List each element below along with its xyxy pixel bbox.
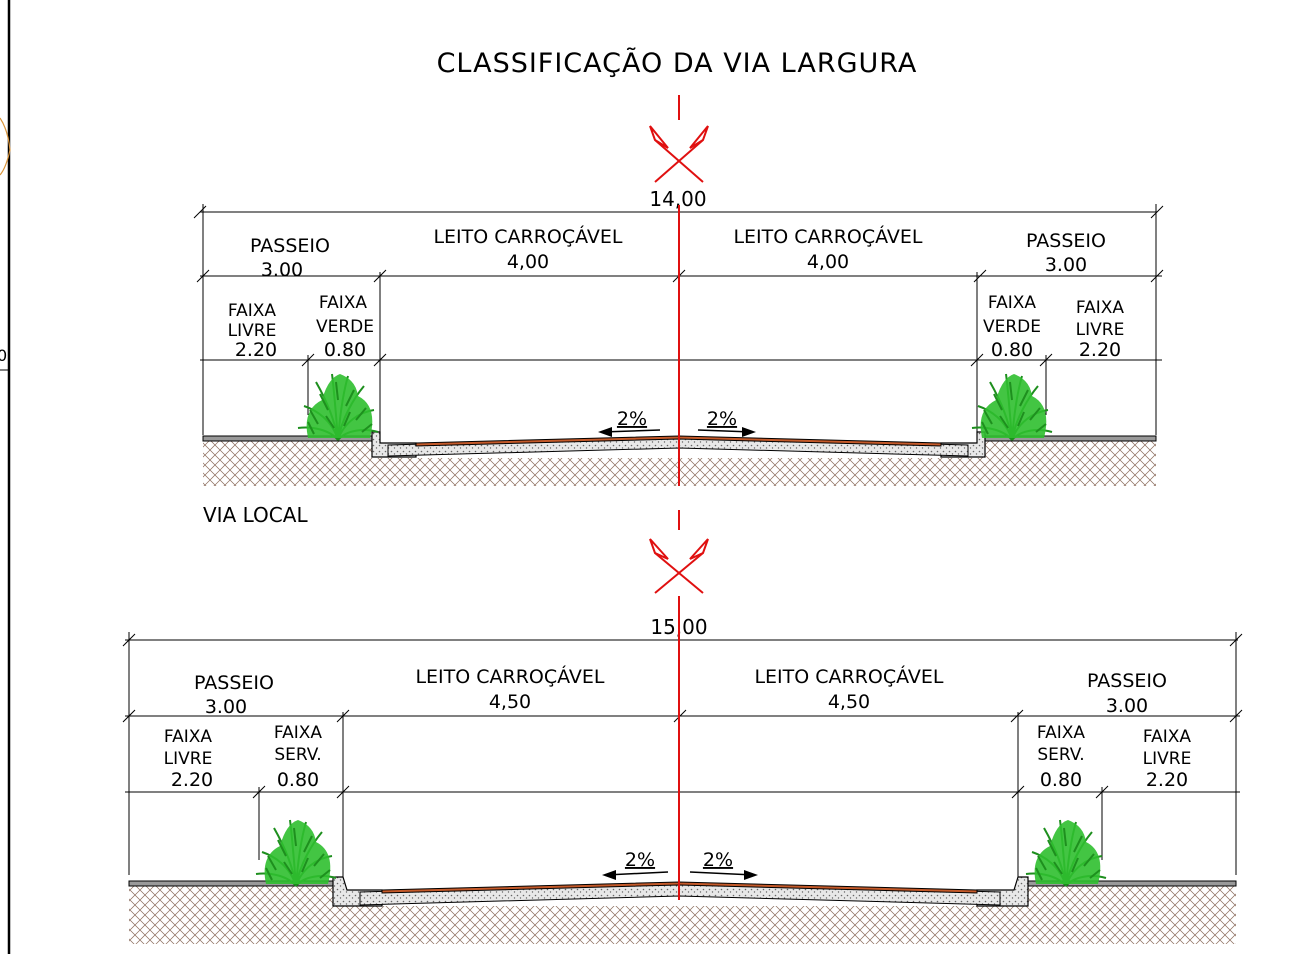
right-faixa-outer-line2: LIVRE	[1076, 320, 1125, 340]
centerline-symbol-icon	[649, 125, 709, 183]
passeio-left-value: 3.00	[205, 696, 247, 718]
right-faixa-outer-line1: FAIXA	[1076, 298, 1125, 318]
shrub-right-icon	[971, 373, 1053, 441]
right-faixa-outer-value: 2.20	[1146, 769, 1188, 791]
slope-left-label: 2%	[617, 408, 647, 430]
leito-right-label: LEITO CARROÇÁVEL	[733, 225, 922, 248]
left-faixa-outer-line1: FAIXA	[164, 727, 213, 747]
right-faixa-inner-line1: FAIXA	[988, 293, 1037, 313]
passeio-left-label: PASSEIO	[194, 672, 274, 694]
right-faixa-inner-line2: SERV.	[1037, 745, 1084, 765]
right-faixa-inner-line1: FAIXA	[1037, 723, 1086, 743]
slope-left-label: 2%	[625, 849, 655, 871]
leito-left-value: 4,50	[489, 691, 531, 713]
left-faixa-outer-line1: FAIXA	[228, 301, 277, 321]
right-faixa-outer-line1: FAIXA	[1143, 727, 1192, 747]
right-faixa-inner-value: 0.80	[1040, 769, 1082, 791]
leito-right-value: 4,50	[828, 691, 870, 713]
frame-orange-accent	[0, 117, 11, 176]
section-2: 15,00 PASSEIO 3.00 LEITO CARROÇÁVEL 4,50…	[122, 510, 1243, 944]
frame-partial-digit: 0	[0, 346, 7, 365]
soil-hatch	[129, 884, 1236, 944]
leito-left-label: LEITO CARROÇÁVEL	[415, 665, 604, 688]
passeio-right-value: 3.00	[1106, 695, 1148, 717]
slope-left-arrow	[605, 871, 669, 876]
left-faixa-inner-line1: FAIXA	[319, 293, 368, 313]
slope-right-arrow	[689, 871, 755, 876]
left-faixa-inner-line1: FAIXA	[274, 723, 323, 743]
right-faixa-inner-line2: VERDE	[983, 317, 1041, 337]
passeio-right-label: PASSEIO	[1026, 230, 1106, 252]
slope-right-label: 2%	[707, 408, 737, 430]
passeio-left-label: PASSEIO	[250, 235, 330, 257]
leito-left-value: 4,00	[507, 251, 549, 273]
left-faixa-outer-value: 2.20	[235, 339, 277, 361]
left-faixa-outer-line2: LIVRE	[164, 749, 213, 769]
leito-left-label: LEITO CARROÇÁVEL	[433, 225, 622, 248]
leito-right-value: 4,00	[807, 251, 849, 273]
left-faixa-inner-value: 0.80	[324, 339, 366, 361]
shrub-left-icon	[297, 373, 379, 441]
passeio-left-value: 3.00	[261, 259, 303, 281]
section-1: 14,00 PASSEIO 3.00 LEITO CARROÇÁVEL 4,00…	[193, 95, 1164, 527]
left-faixa-inner-line2: VERDE	[316, 317, 374, 337]
centerline-symbol-icon	[649, 538, 709, 594]
left-faixa-inner-value: 0.80	[277, 769, 319, 791]
right-faixa-outer-line2: LIVRE	[1143, 749, 1192, 769]
right-faixa-inner-value: 0.80	[991, 339, 1033, 361]
left-faixa-outer-value: 2.20	[171, 769, 213, 791]
left-faixa-inner-line2: SERV.	[274, 745, 321, 765]
passeio-right-value: 3.00	[1045, 254, 1087, 276]
shrub-right-icon	[1025, 819, 1107, 887]
leito-right-label: LEITO CARROÇÁVEL	[754, 665, 943, 688]
slope-right-label: 2%	[703, 849, 733, 871]
left-faixa-outer-line2: LIVRE	[228, 321, 277, 341]
right-faixa-outer-value: 2.20	[1079, 339, 1121, 361]
page-title: CLASSIFICAÇÃO DA VIA LARGURA	[437, 47, 918, 79]
shrub-left-icon	[255, 819, 337, 887]
passeio-right-label: PASSEIO	[1087, 670, 1167, 692]
section-caption: VIA LOCAL	[203, 503, 308, 527]
